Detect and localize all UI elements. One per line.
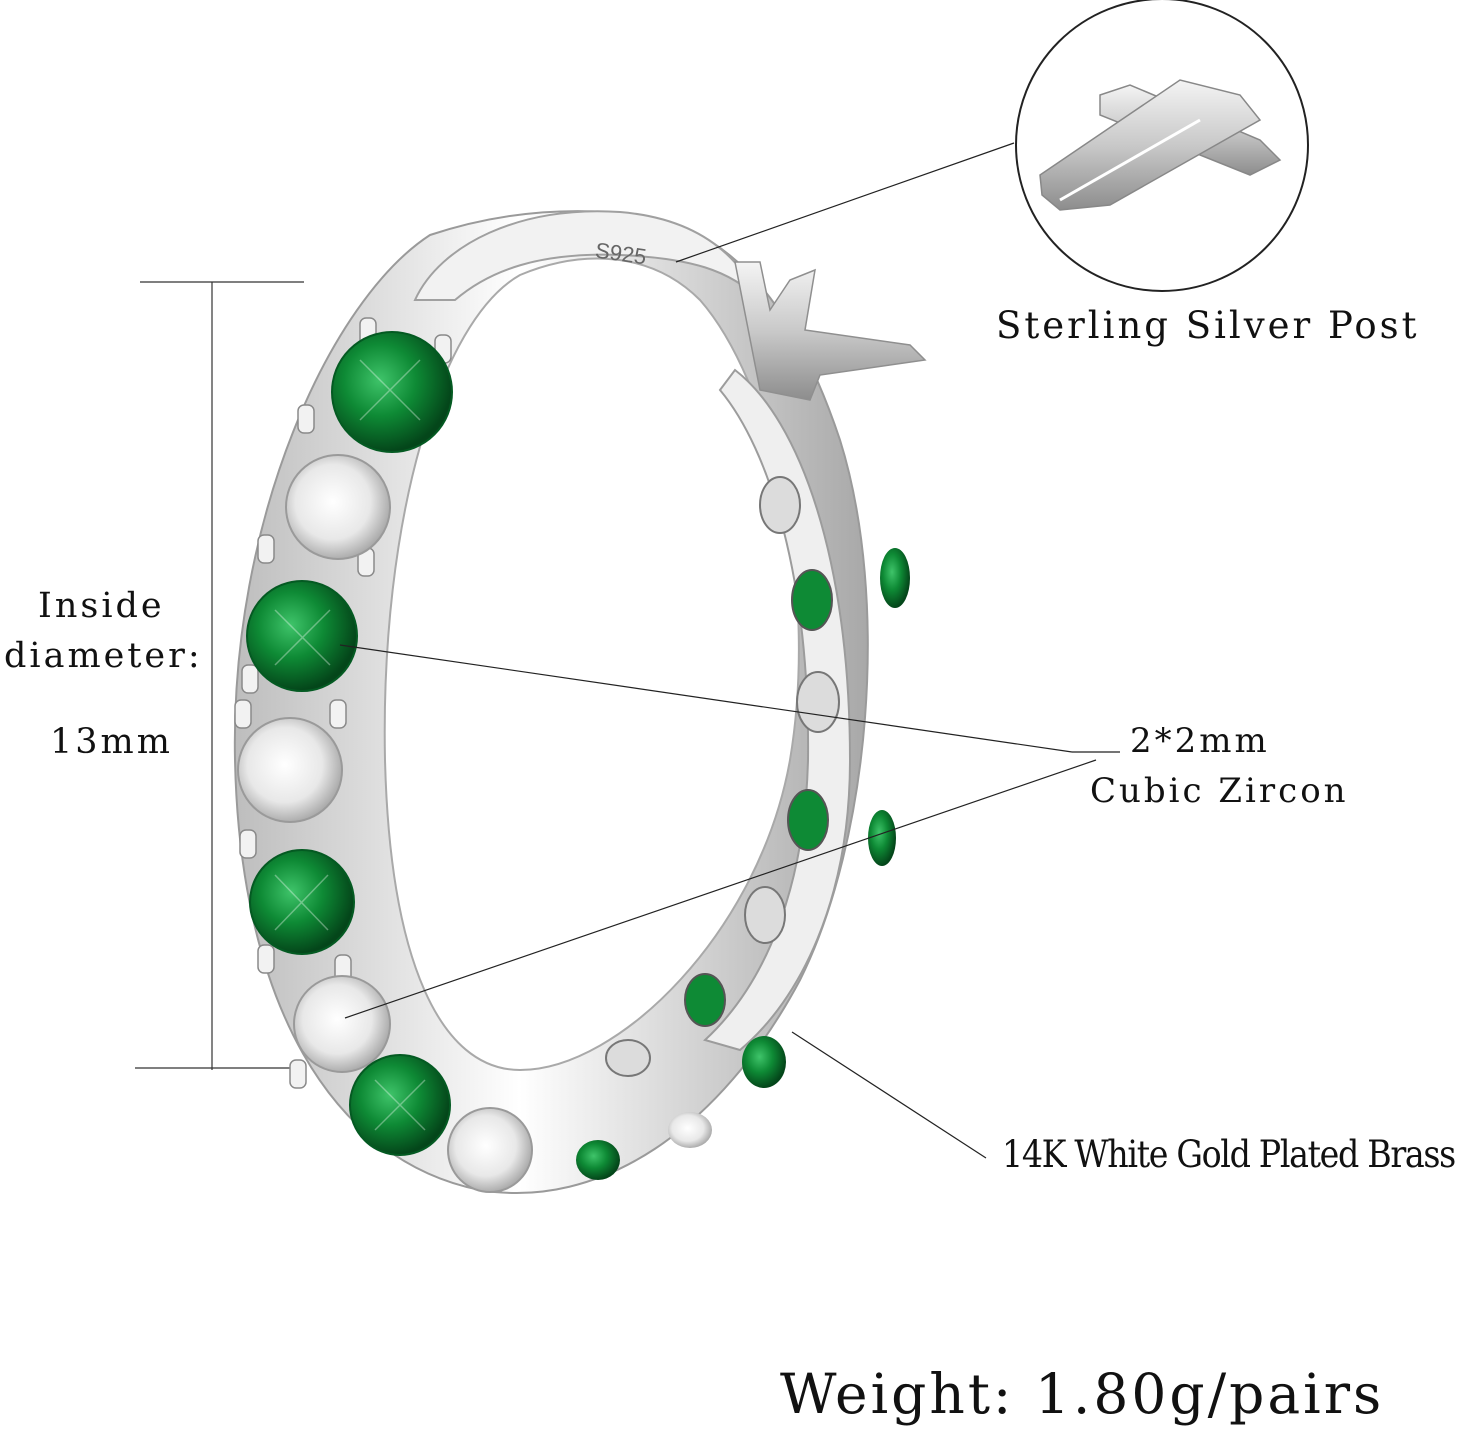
post-callout xyxy=(1015,0,1309,292)
diameter-label-line2: diameter: xyxy=(4,636,203,676)
facet-lines xyxy=(274,359,426,1131)
stone-size-label: 2*2mm xyxy=(1130,721,1270,761)
emerald-stone-3 xyxy=(249,849,355,955)
cz-stone-4 xyxy=(447,1107,533,1193)
stone-type-label: Cubic Zircon xyxy=(1090,771,1349,811)
cz-stone-1 xyxy=(285,454,391,560)
cz-stone-2 xyxy=(237,717,343,823)
leader-lines xyxy=(339,142,1120,1159)
hoop-ring xyxy=(233,210,927,1195)
diameter-label-line1: Inside xyxy=(38,586,165,626)
front-stones xyxy=(237,331,533,1193)
diameter-dimension-lines xyxy=(135,281,304,1070)
cz-stone-3 xyxy=(293,975,391,1073)
plating-label: 14K White Gold Plated Brass xyxy=(1002,1133,1456,1176)
gallery-holes xyxy=(605,476,840,1077)
emerald-stone-1 xyxy=(331,331,453,453)
emerald-stone-2 xyxy=(246,580,358,692)
diameter-value: 13mm xyxy=(50,722,173,762)
weight-label: Weight: 1.80g/pairs xyxy=(780,1362,1385,1426)
post-label: Sterling Silver Post xyxy=(996,304,1420,347)
far-side-stones xyxy=(576,548,910,1180)
emerald-stone-4 xyxy=(349,1054,451,1156)
